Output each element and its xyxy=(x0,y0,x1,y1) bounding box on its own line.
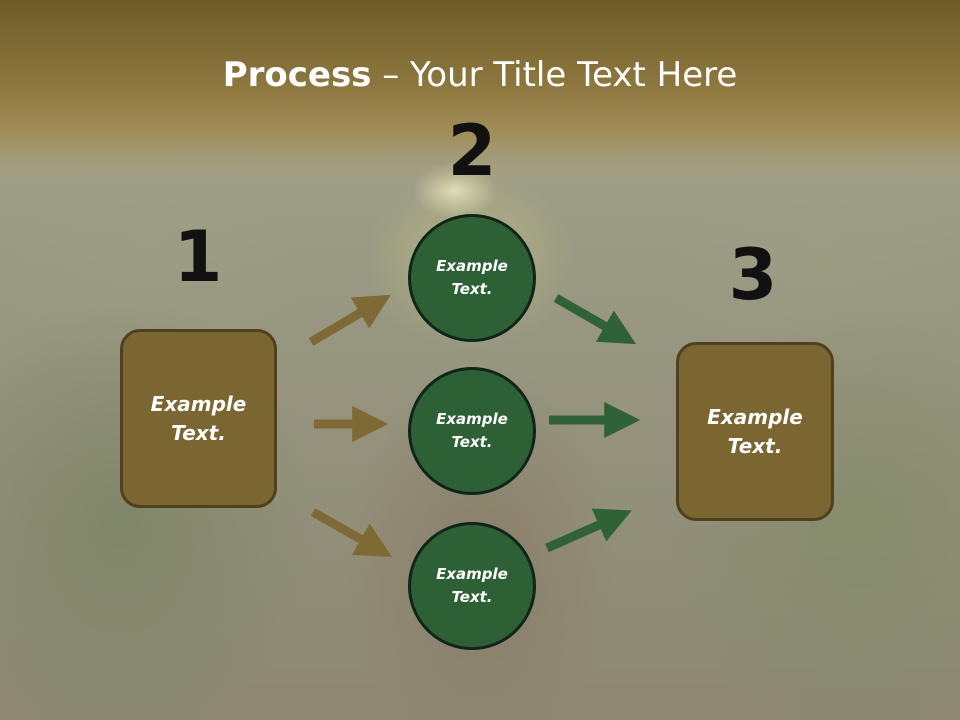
right-process-box: Example Text. xyxy=(676,342,834,521)
step-number-2: 2 xyxy=(447,110,497,192)
slide-title: Process – Your Title Text Here xyxy=(0,53,960,97)
arrow-top-to-right xyxy=(553,294,637,345)
middle-circle-bottom: Example Text. xyxy=(408,522,536,650)
middle-circle-top: Example Text. xyxy=(408,214,536,342)
title-rest: – Your Title Text Here xyxy=(371,55,738,95)
arrow-left-to-bottom xyxy=(310,508,393,558)
step-number-3: 3 xyxy=(728,234,778,316)
title-strong: Process xyxy=(222,55,372,95)
step-number-1: 1 xyxy=(173,216,223,298)
left-box-text: Example Text. xyxy=(150,391,247,445)
circle-top-text: Example Text. xyxy=(436,257,508,298)
arrow-bottom-to-right xyxy=(545,508,632,553)
left-process-box: Example Text. xyxy=(120,329,277,508)
circle-bottom-text: Example Text. xyxy=(436,565,508,606)
arrow-left-to-top xyxy=(308,294,391,346)
title-band xyxy=(0,0,960,190)
middle-circle-center: Example Text. xyxy=(408,367,536,495)
right-box-text: Example Text. xyxy=(707,404,803,458)
circle-center-text: Example Text. xyxy=(436,410,508,451)
